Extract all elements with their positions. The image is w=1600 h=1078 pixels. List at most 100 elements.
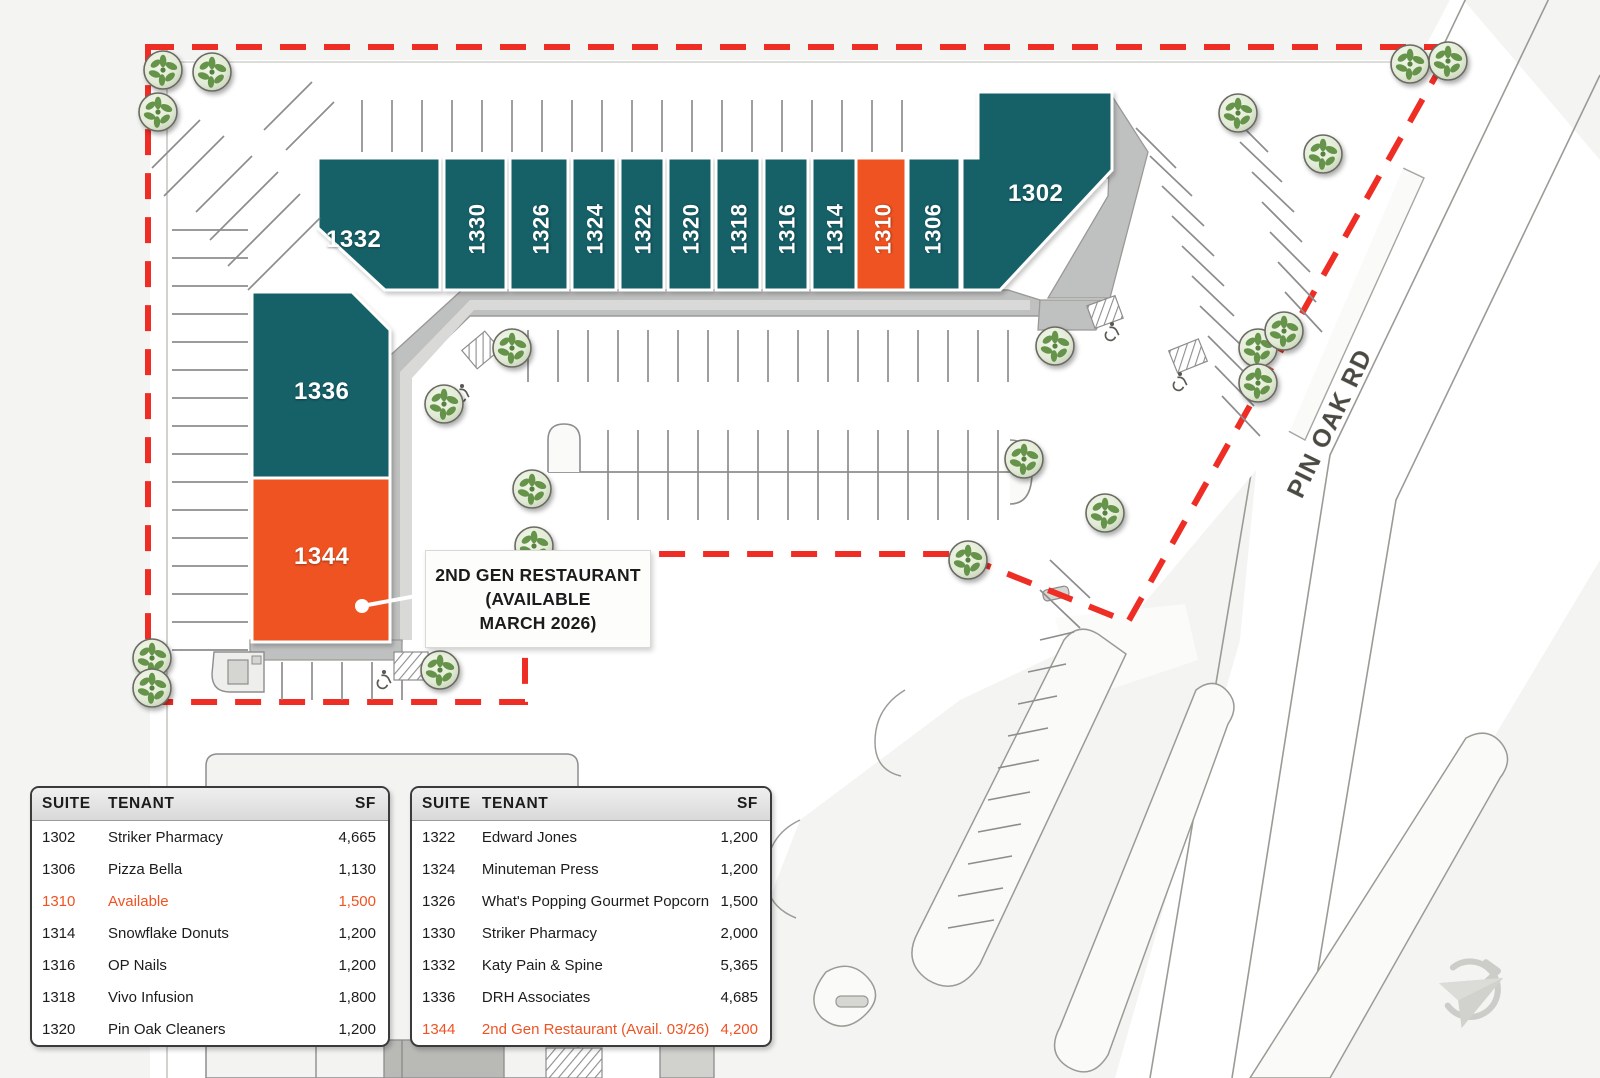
cell-sf: 1,500 [338,892,376,910]
header-suite: SUITE [412,788,478,821]
table-row: 1318 Vivo Infusion 1,800 [32,981,388,1013]
lower-right-drive-aisles [765,604,1509,1078]
tree-icon [424,384,464,424]
table-row: 1330 Striker Pharmacy 2,000 [412,917,770,949]
cell-tenant: Minuteman Press [481,860,599,878]
cell-tenant: Katy Pain & Spine [481,956,603,974]
suite-1336-shape [250,290,392,480]
suite-1324-shape [570,156,618,292]
cell-tenant: OP Nails [108,956,167,974]
header-tenant: TENANT [477,788,710,821]
cell-suite: 1302 [42,828,76,846]
header-suite: SUITE [32,788,104,821]
header-sf: SF [318,788,388,821]
cell-tenant: Striker Pharmacy [481,924,597,942]
tree-icon [1085,493,1125,533]
buildings [250,90,1114,644]
tree-icon [1004,439,1044,479]
ada-hatched-areas [211,294,1209,693]
table-row: 1320 Pin Oak Cleaners 1,200 [32,1013,388,1045]
parking-stall-ticks [151,81,1323,700]
tree-icon [1035,326,1075,366]
cell-sf: 1,130 [338,860,376,878]
suite-1302-shape [960,90,1114,292]
tree-icon [948,540,988,580]
table-header-row: SUITE TENANT SF [32,788,388,821]
cell-sf: 1,800 [338,988,376,1006]
cell-suite: 1324 [422,860,456,878]
tree-icon [1390,44,1430,84]
cell-suite: 1306 [42,860,76,878]
tree-icon [192,52,232,92]
table-row: 1332 Katy Pain & Spine 5,365 [412,949,770,981]
cell-suite: 1336 [422,988,456,1006]
availability-callout: 2ND GEN RESTAURANT (AVAILABLE MARCH 2026… [425,550,651,648]
cell-sf: 1,200 [338,924,376,942]
suite-1330-shape [442,156,508,292]
table-row: 1306 Pizza Bella 1,130 [32,853,388,885]
table-row: 1324 Minuteman Press 1,200 [412,853,770,885]
tree-icon [1264,311,1304,351]
cell-suite: 1318 [42,988,76,1006]
callout-line-3: MARCH 2026) [479,613,597,633]
suite-1322-shape [618,156,666,292]
suite-1314-shape [810,156,858,292]
cell-sf: 4,200 [720,1020,758,1038]
tree-icon [1428,41,1468,81]
cell-suite: 1322 [422,828,456,846]
cell-sf: 1,500 [720,892,758,910]
suite-1318-shape [714,156,762,292]
tree-icon [420,650,460,690]
tree-icon [138,92,178,132]
cell-suite: 1326 [422,892,456,910]
cell-tenant: Pizza Bella [108,860,183,878]
table-row: 1344 2nd Gen Restaurant (Avail. 03/26) 4,2… [412,1013,770,1045]
suite-1310-shape [854,156,908,292]
suite-1306-shape [906,156,962,292]
lower-right-stall-ticks [947,631,1075,929]
tree-icon [143,50,183,90]
tree-icon [492,328,532,368]
header-tenant: TENANT [104,788,318,821]
cell-sf: 2,000 [720,924,758,942]
cell-suite: 1314 [42,924,76,942]
cell-tenant: 2nd Gen Restaurant (Avail. 03/26) [481,1020,710,1038]
cell-sf: 5,365 [720,956,758,974]
cell-suite: 1320 [42,1020,76,1038]
cell-sf: 1,200 [720,860,758,878]
header-sf: SF [709,788,770,821]
cell-tenant: Vivo Infusion [108,988,194,1006]
tree-icon [1238,363,1278,403]
cell-tenant: Pin Oak Cleaners [108,1020,226,1038]
cell-suite: 1316 [42,956,76,974]
suite-1344-shape [250,476,392,644]
table-header-row: SUITE TENANT SF [412,788,770,821]
cell-tenant: Striker Pharmacy [108,828,224,846]
callout-line-2: (AVAILABLE [485,589,591,609]
cell-sf: 1,200 [338,956,376,974]
cell-suite: 1332 [422,956,456,974]
cell-sf: 1,200 [720,828,758,846]
table-row: 1326 What's Popping Gourmet Popcorn 1,500 [412,885,770,917]
cell-suite: 1310 [42,892,76,910]
cell-tenant: Available [108,892,169,910]
suite-1332-shape [316,156,442,292]
cell-sf: 4,685 [720,988,758,1006]
suite-1320-shape [666,156,714,292]
cell-suite: 1330 [422,924,456,942]
cell-suite: 1344 [422,1020,456,1038]
callout-line-1: 2ND GEN RESTAURANT [435,565,641,585]
cell-tenant: What's Popping Gourmet Popcorn [481,892,710,910]
tree-icon [1218,93,1258,133]
suite-1316-shape [762,156,810,292]
cell-sf: 1,200 [338,1020,376,1038]
table-row: 1316 OP Nails 1,200 [32,949,388,981]
cell-tenant: Snowflake Donuts [108,924,229,942]
table-row: 1310 Available 1,500 [32,885,388,917]
